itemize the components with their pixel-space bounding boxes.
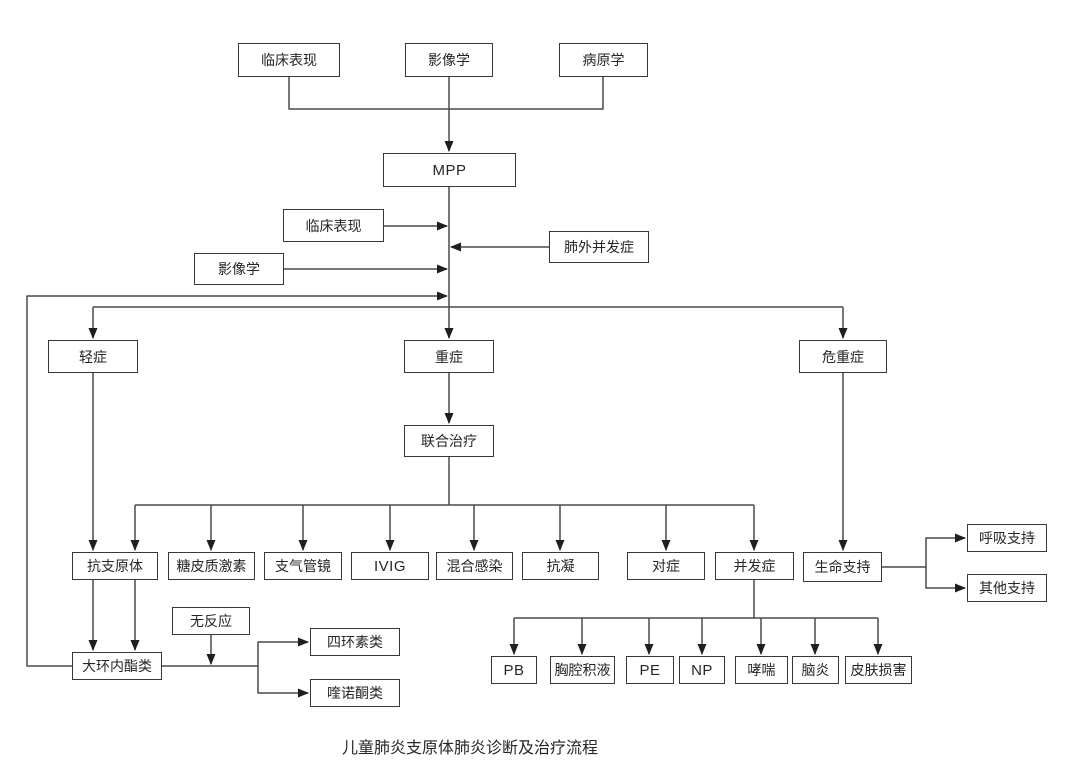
diagram-caption: 儿童肺炎支原体肺炎诊断及治疗流程: [341, 740, 598, 757]
node-no-response: 无反应: [172, 607, 250, 635]
node-macrolides: 大环内酯类: [72, 652, 162, 680]
node-respiratory-support: 呼吸支持: [967, 524, 1047, 552]
node-combined-therapy: 联合治疗: [404, 425, 494, 457]
edge-to-quinolones: [257, 666, 309, 698]
node-other-support: 其他支持: [967, 574, 1047, 602]
node-mild: 轻症: [48, 340, 138, 373]
edge-life-to-other: [925, 567, 966, 593]
node-glucocorticoid: 糖皮质激素: [168, 552, 255, 580]
node-np: NP: [679, 656, 725, 684]
node-imaging-top: 影像学: [405, 43, 493, 77]
node-complications: 并发症: [715, 552, 794, 580]
edge-life-to-respiratory: [925, 533, 966, 567]
node-encephalitis: 脑炎: [792, 656, 839, 684]
node-clinical-top: 临床表现: [238, 43, 340, 77]
node-mixed-infection: 混合感染: [436, 552, 513, 580]
node-etiology: 病原学: [559, 43, 648, 77]
node-quinolones: 喹诺酮类: [310, 679, 400, 707]
node-symptomatic: 对症: [627, 552, 705, 580]
node-life-support: 生命支持: [803, 552, 882, 582]
node-mpp: MPP: [383, 153, 516, 187]
node-severe: 重症: [404, 340, 494, 373]
node-anti-mycoplasma: 抗支原体: [72, 552, 158, 580]
node-tetracyclines: 四环素类: [310, 628, 400, 656]
node-asthma: 哮喘: [735, 656, 788, 684]
edge-to-tetracyclines: [257, 637, 309, 666]
node-ivig: IVIG: [351, 552, 429, 580]
edge-top-connector: [288, 77, 604, 110]
node-pb: PB: [491, 656, 537, 684]
node-pleural-effusion: 胸腔积液: [550, 656, 615, 684]
node-anticoagulation: 抗凝: [522, 552, 599, 580]
node-bronchoscopy: 支气管镜: [264, 552, 342, 580]
node-imaging-mid: 影像学: [194, 253, 284, 285]
node-pe: PE: [626, 656, 674, 684]
node-critical: 危重症: [799, 340, 887, 373]
edge-macrolide-loop: [26, 291, 448, 667]
node-skin-damage: 皮肤损害: [845, 656, 912, 684]
node-clinical-mid: 临床表现: [283, 209, 384, 242]
node-extrapulmonary: 肺外并发症: [549, 231, 649, 263]
